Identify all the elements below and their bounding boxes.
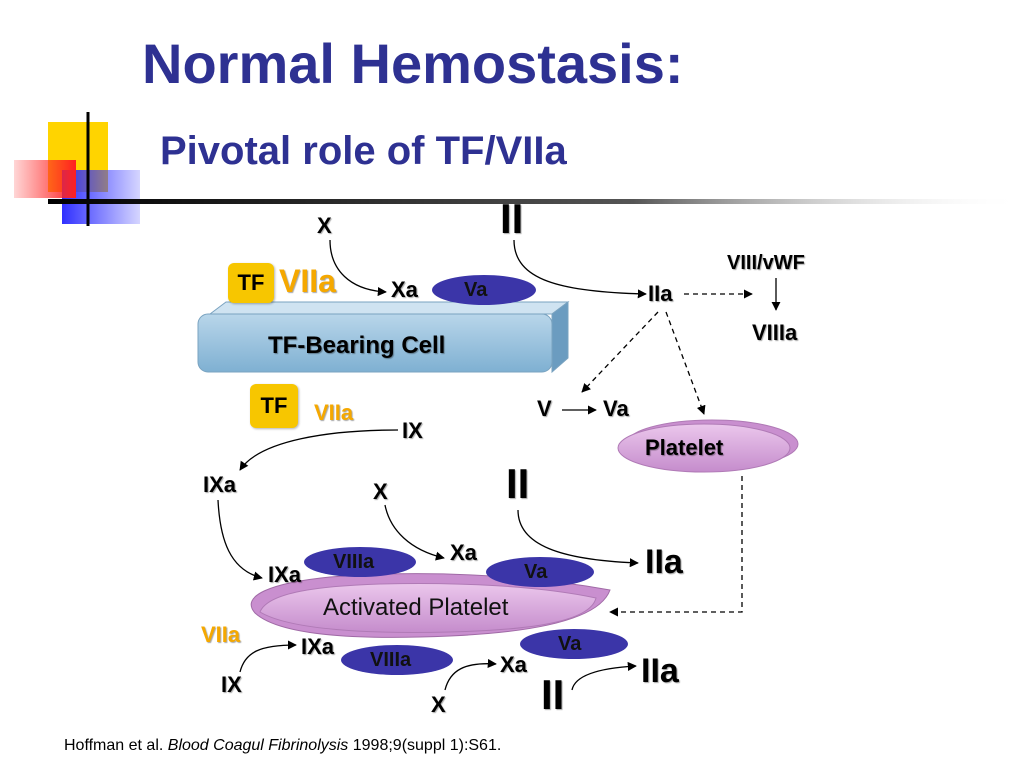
label-iia-top: IIa — [648, 281, 673, 306]
arrow-x-to-xa-bottom — [444, 658, 497, 691]
label-viia-bottom: VIIa — [201, 622, 241, 647]
label-viiia-top: VIIIa — [752, 320, 798, 345]
arrow-ix-to-ixa-bottom — [239, 640, 297, 673]
label-x-lower: X — [373, 479, 388, 504]
label-ii-bottom: II — [541, 671, 565, 718]
label-ii-top: II — [500, 195, 524, 242]
label-xa-bottom: Xa — [500, 652, 527, 677]
label-viiia-lower: VIIIa — [333, 551, 375, 573]
label-va-top: Va — [464, 279, 488, 301]
label-ii-lower: II — [506, 460, 530, 507]
arrow-ixa-to-ixa — [217, 499, 263, 581]
label-va-lower: Va — [524, 561, 548, 583]
citation-ref: 1998;9(suppl 1):S61. — [352, 737, 502, 754]
label-ixa-middle: IXa — [203, 472, 237, 497]
label-xa-lower: Xa — [450, 540, 477, 565]
label-viii-vwf: VIII/vWF — [727, 252, 805, 274]
red-square — [14, 160, 76, 198]
label-viia-top: VIIa — [279, 263, 336, 299]
va-pill-top-shape — [432, 275, 536, 305]
page-subtitle: Pivotal role of TF/VIIa — [160, 129, 567, 173]
label-x-bottom: X — [431, 692, 446, 717]
arrow-ix-to-ixa — [239, 429, 399, 471]
va-pill-bottom-shape — [520, 629, 628, 659]
viiia-pill-bottom-shape — [341, 645, 453, 675]
activated-platelet-shape — [250, 573, 611, 638]
label-iia-bottom: IIa — [641, 652, 679, 690]
arrow-ii-to-iia — [513, 239, 647, 299]
dashed-iia-to-v — [581, 311, 659, 393]
decor — [14, 112, 1024, 226]
tf-bearing-cell-shape — [197, 301, 570, 374]
platelet-label: Platelet — [645, 435, 724, 460]
tf-box-top: TF — [228, 263, 274, 303]
tf-bearing-cell-label: TF-Bearing Cell — [268, 332, 446, 359]
label-ix-bottom: IX — [221, 672, 242, 697]
label-x-top: X — [317, 213, 332, 238]
citation-journal: Blood Coagul Fibrinolysis — [167, 737, 349, 754]
label-viia-middle: VIIa — [314, 400, 354, 425]
arrow-ii-to-iia-lower — [517, 509, 639, 568]
label-iia-lower: IIa — [645, 543, 683, 581]
label-va-middle: Va — [603, 396, 629, 421]
viiia-pill-lower-shape — [304, 547, 416, 577]
page-title: Normal Hemostasis: — [142, 32, 684, 95]
va-pill-lower-shape — [486, 557, 594, 587]
arrow-x-to-xa-lower — [384, 504, 445, 561]
arrow-x-to-xa — [329, 239, 387, 297]
label-xa-top: Xa — [391, 277, 418, 302]
platelet-shape — [617, 419, 799, 473]
dashed-iia-to-platelet — [665, 311, 706, 415]
citation-authors: Hoffman et al. — [64, 737, 164, 754]
label-ixa-lower: IXa — [268, 562, 302, 587]
label-va-bottom: Va — [558, 633, 582, 655]
label-viiia-bottom: VIIIa — [370, 649, 412, 671]
label-ix-middle: IX — [402, 418, 423, 443]
tf-box-middle: TF — [250, 384, 298, 428]
label-v: V — [537, 396, 552, 421]
arrow-ii-to-iia-bottom — [571, 661, 637, 691]
label-ixa-bottom: IXa — [301, 634, 335, 659]
citation: Hoffman et al. Blood Coagul Fibrinolysis… — [64, 737, 501, 755]
dashed-platelet-to-activated — [609, 476, 743, 617]
activated-platelet-label: Activated Platelet — [323, 594, 509, 621]
horizontal-rule — [48, 199, 1024, 204]
